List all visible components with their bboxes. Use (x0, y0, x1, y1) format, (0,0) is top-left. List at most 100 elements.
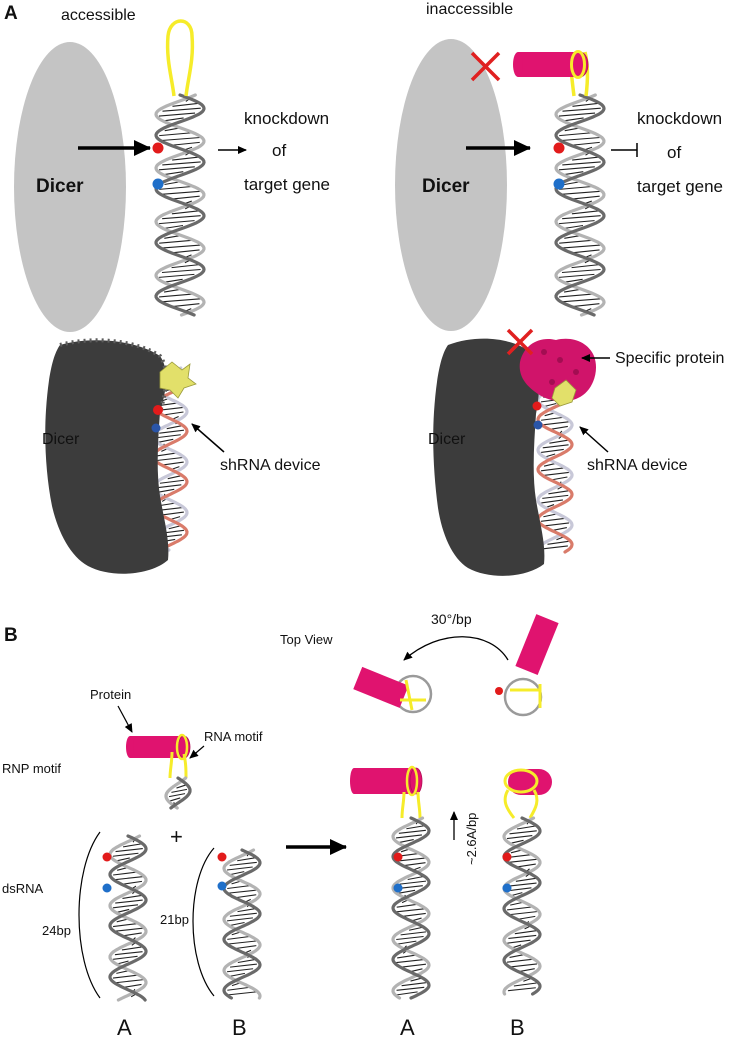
rotation-label: 30°/bp (431, 611, 472, 627)
base-pair (506, 834, 533, 840)
site-blue (102, 883, 112, 893)
top-view: Top View 30°/bp (280, 611, 559, 717)
base-pair (161, 190, 201, 195)
base-pair (540, 517, 566, 522)
backbone-strand-1 (154, 93, 206, 317)
base-pair (226, 968, 254, 973)
base-pair (558, 220, 595, 225)
base-pair (396, 903, 419, 908)
knockdown-line-1: knockdown (637, 109, 722, 128)
base-pair (407, 875, 424, 881)
base-pair (396, 986, 425, 991)
base-pair (549, 439, 569, 444)
base-pair (510, 839, 524, 844)
base-pair (159, 273, 195, 278)
base-pair (166, 425, 183, 430)
base-pair (563, 117, 584, 122)
base-pair (159, 293, 195, 298)
base-pair (506, 958, 534, 963)
base-pair (562, 107, 601, 112)
base-pair (397, 857, 426, 862)
base-pair (227, 935, 251, 940)
shrna-device-pointer (579, 426, 609, 453)
site-red (102, 852, 112, 862)
site-blue (533, 420, 543, 430)
base-pair (230, 963, 257, 968)
site-blue (217, 881, 227, 891)
dicer-structure (45, 340, 169, 574)
base-pair (547, 540, 569, 545)
base-pair (122, 983, 142, 988)
rna-motif-pointer (189, 745, 205, 759)
base-pair (162, 411, 184, 416)
panel-a: A accessible Dicer knockdown of target g… (4, 1, 724, 576)
base-pair (163, 171, 184, 176)
base-pair (112, 852, 139, 857)
site-red (532, 401, 542, 411)
base-pair (115, 979, 143, 984)
rna-motif-structure (159, 361, 197, 399)
base-pair (559, 239, 594, 244)
base-pair (121, 946, 142, 951)
base-pair (112, 922, 138, 928)
dsrna-b-helix (222, 848, 262, 1000)
base-pair (570, 141, 600, 146)
panel-a-right-inaccessible: inaccessible Dicer knockdow (395, 1, 723, 331)
accessible-label: accessible (61, 7, 136, 24)
rise-label: ~2.6A/bp (464, 813, 479, 865)
base-pair (115, 848, 143, 853)
base-pair (157, 488, 175, 493)
base-pair (542, 421, 569, 426)
base-pair (563, 278, 583, 283)
base-pair (114, 951, 143, 956)
shrna-device-ribbon (536, 380, 574, 554)
base-pair (515, 877, 537, 882)
base-pair (170, 141, 200, 146)
base-pair (158, 112, 196, 117)
shrna-device-pointer (191, 423, 225, 453)
inaccessible-label: inaccessible (426, 1, 513, 18)
cleavage-site-blue (553, 178, 565, 190)
block-x-icon (506, 328, 534, 356)
rna-motif-label: RNA motif (204, 729, 263, 744)
protein-cylinder-assembled (350, 767, 423, 795)
base-pair (572, 156, 600, 161)
base-pair (162, 161, 201, 166)
panel-b: B Protein RNA motif RNP motif + dsRNA 24… (2, 611, 559, 1040)
backbone-strand-2 (108, 834, 148, 1002)
base-pair (544, 402, 557, 408)
plus-sign: + (170, 824, 183, 849)
structure-device-label: shRNA device (220, 457, 321, 474)
base-pair (113, 955, 138, 960)
knockdown-line-1: knockdown (244, 109, 329, 128)
protein-cylinder (513, 51, 589, 78)
site-red (217, 852, 227, 862)
protein-cylinder-end-on (508, 769, 552, 795)
base-pair (159, 479, 185, 484)
backbone-strand-1 (169, 776, 192, 810)
base-pair (156, 456, 183, 462)
base-pair (571, 210, 600, 215)
base-pair (563, 171, 584, 176)
base-pair (406, 825, 425, 830)
specific-protein-structure (519, 338, 597, 402)
base-pair (168, 525, 181, 530)
base-pair (516, 863, 536, 868)
shrna-helix (154, 93, 206, 317)
base-pair (508, 934, 537, 939)
backbone-strand-2 (164, 776, 188, 810)
base-pair (159, 132, 194, 137)
base-pair (562, 161, 601, 166)
site-red (495, 687, 503, 695)
base-pair (172, 102, 199, 107)
specific-protein-label: Specific protein (615, 350, 724, 367)
base-pair (226, 866, 253, 871)
base-pair (571, 303, 600, 308)
base-pair (162, 215, 201, 220)
base-pair (122, 932, 142, 937)
base-pair (398, 829, 426, 834)
cleavage-site-red (152, 142, 164, 154)
base-pair (541, 448, 564, 453)
base-pair (509, 858, 537, 863)
base-pair (559, 132, 594, 137)
